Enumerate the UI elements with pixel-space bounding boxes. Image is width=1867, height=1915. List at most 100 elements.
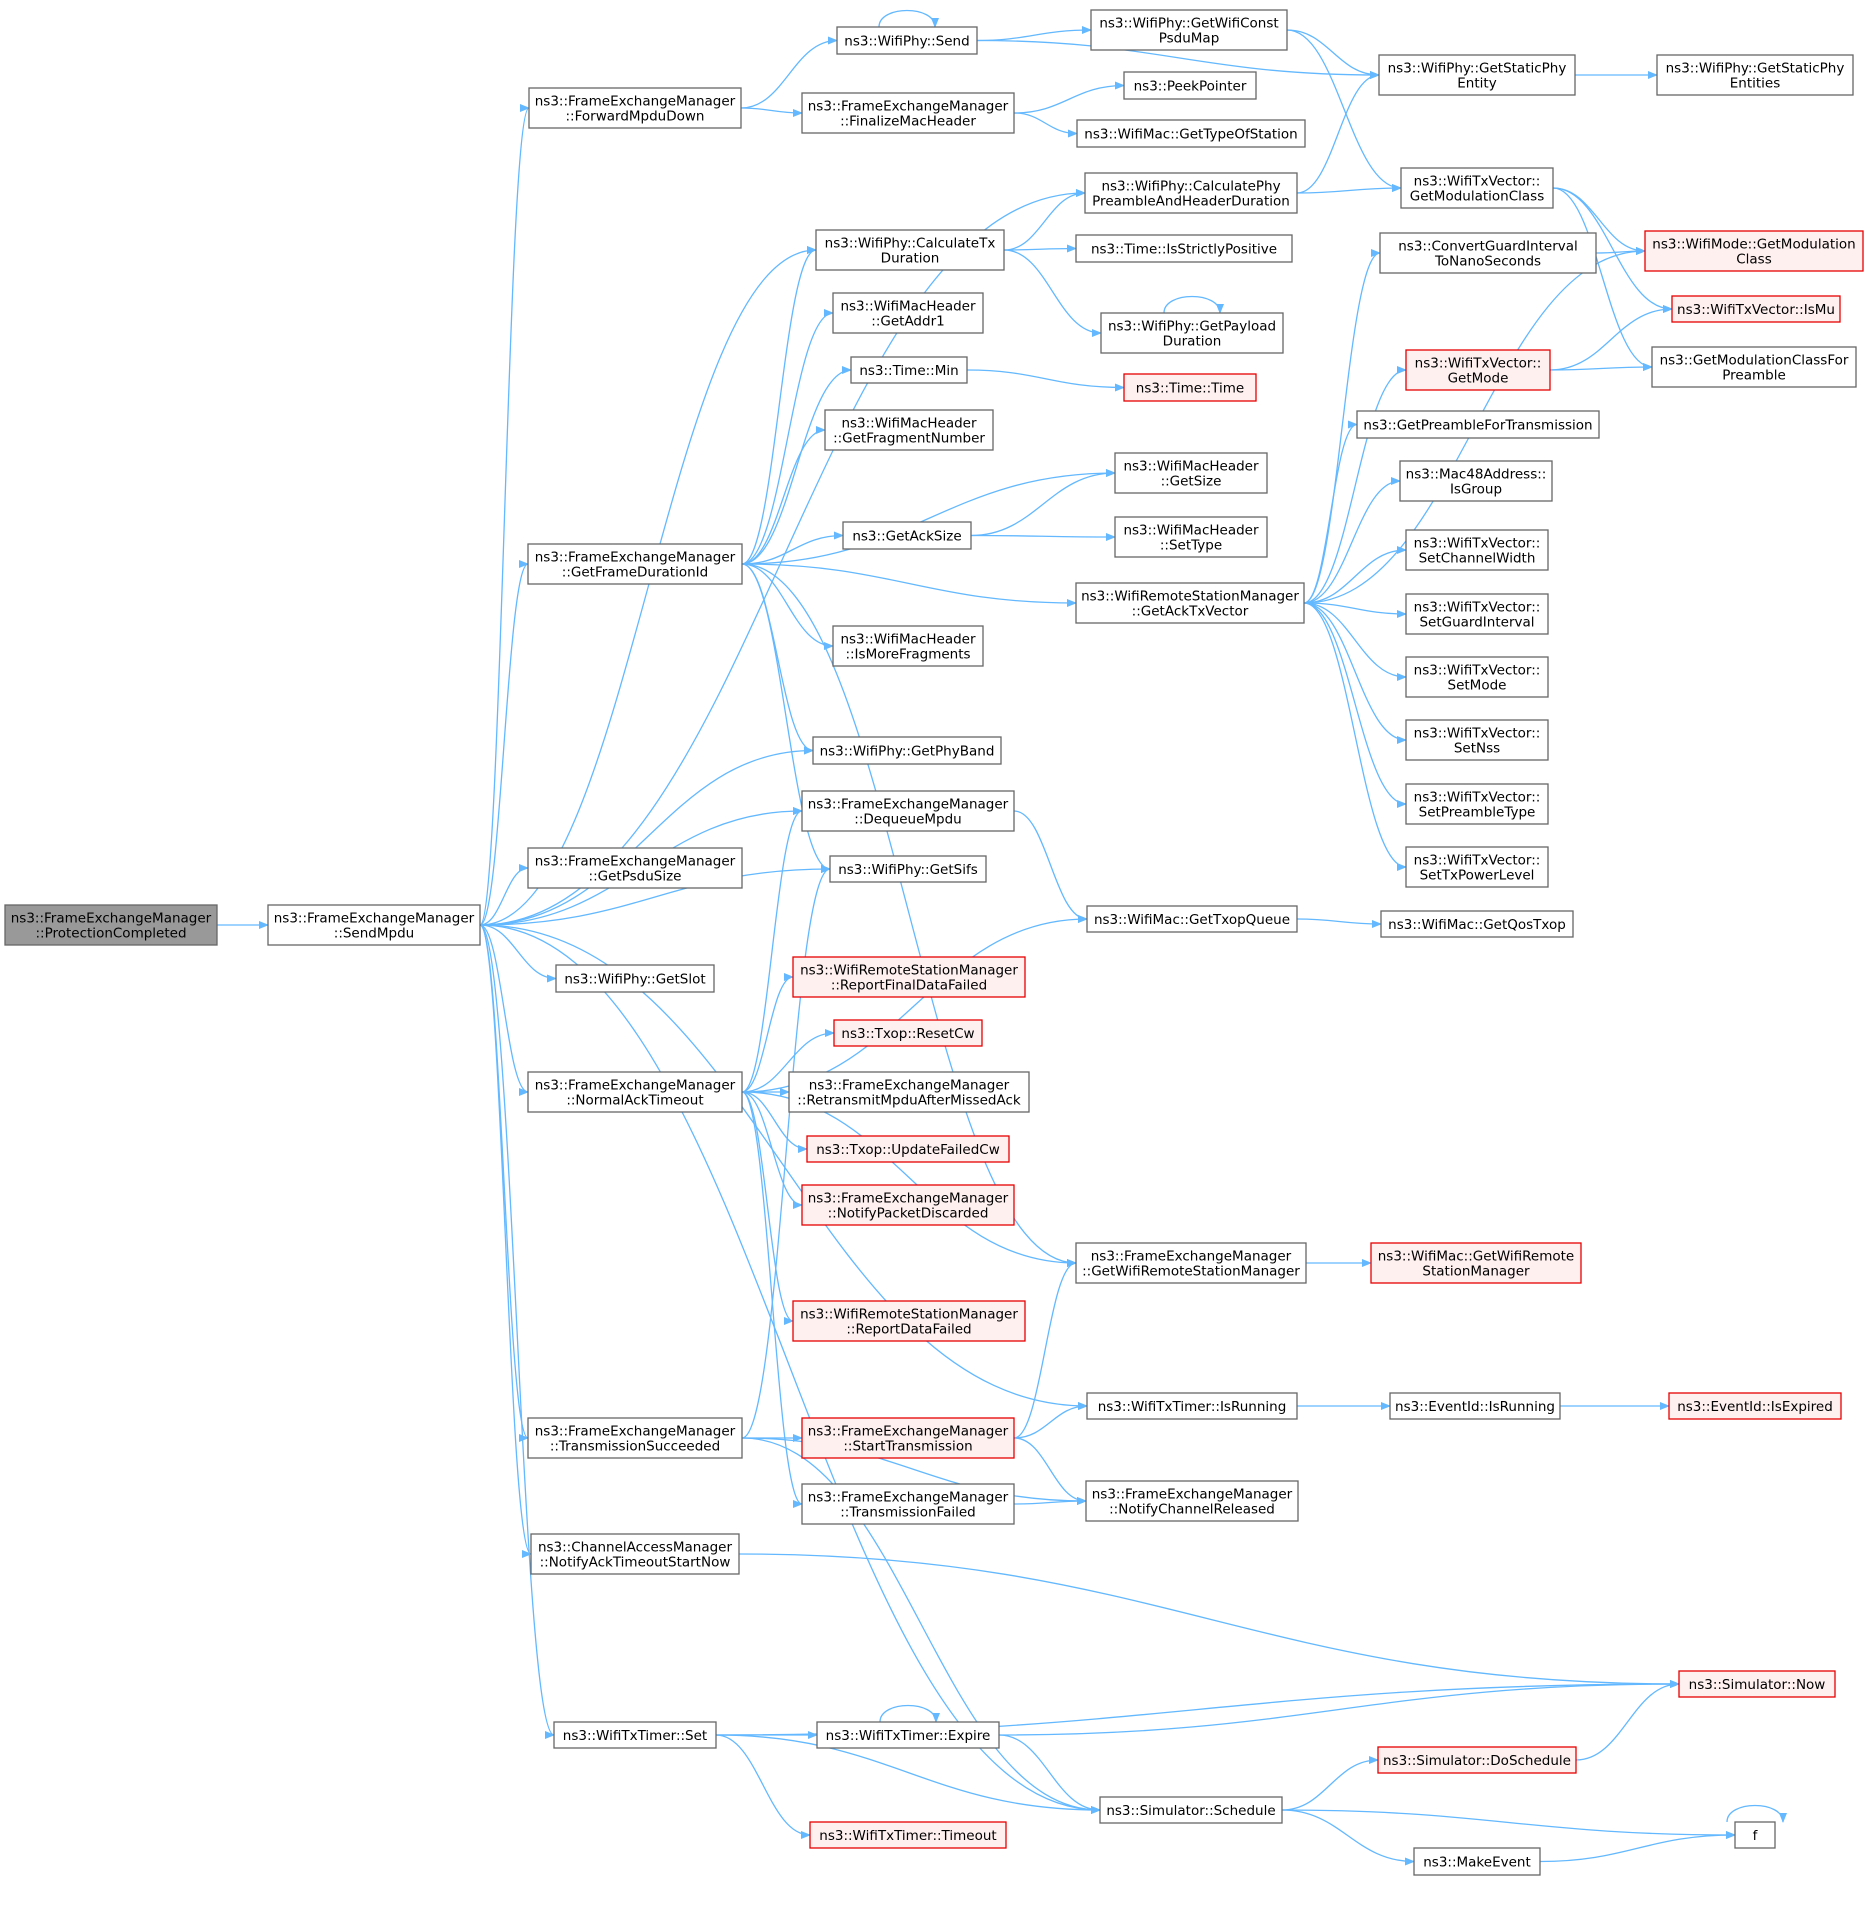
node-label: ns3::EventId::IsExpired	[1677, 1399, 1833, 1415]
graph-node-n43[interactable]: ns3::WifiMac::GetQosTxop	[1380, 910, 1574, 938]
node-label: ns3::WifiMacHeader	[1123, 523, 1259, 539]
graph-node-n1[interactable]: ns3::FrameExchangeManager::SendMpdu	[267, 904, 481, 946]
graph-node-n28[interactable]: ns3::WifiMacHeader::SetType	[1114, 516, 1268, 558]
graph-node-n55[interactable]: ns3::EventId::IsRunning	[1389, 1392, 1561, 1420]
graph-node-n64[interactable]: ns3::WifiTxTimer::Expire	[816, 1721, 1000, 1749]
graph-node-n67[interactable]: ns3::WifiTxTimer::Timeout	[809, 1821, 1007, 1849]
graph-node-n16[interactable]: ns3::Time::IsStrictlyPositive	[1075, 234, 1293, 263]
edge-n22-to-n14	[1549, 363, 1653, 372]
graph-node-n29[interactable]: ns3::FrameExchangeManager::GetFrameDurat…	[527, 543, 743, 585]
graph-node-n62[interactable]: ns3::Simulator::Now	[1678, 1670, 1836, 1698]
graph-node-n25[interactable]: ns3::WifiMacHeader::GetSize	[1114, 452, 1268, 494]
node-label: ns3::WifiTxTimer::Timeout	[819, 1828, 996, 1844]
graph-node-n9[interactable]: ns3::WifiMac::GetTypeOfStation	[1076, 119, 1306, 148]
graph-node-n44[interactable]: ns3::WifiPhy::GetSlot	[555, 964, 715, 993]
graph-node-n2[interactable]: ns3::FrameExchangeManager::ForwardMpduDo…	[528, 87, 742, 129]
node-label: ns3::WifiMode::GetModulation	[1652, 237, 1855, 253]
graph-node-n12[interactable]: ns3::WifiMode::GetModulationClass	[1644, 230, 1864, 272]
node-box	[801, 790, 1015, 832]
graph-node-n38[interactable]: ns3::FrameExchangeManager::DequeueMpdu	[801, 790, 1015, 832]
edge-n3-to-n5	[976, 39, 1380, 79]
graph-node-n7[interactable]: ns3::FrameExchangeManager::FinalizeMacHe…	[801, 92, 1015, 134]
graph-node-n27[interactable]: ns3::GetAckSize	[842, 521, 972, 550]
graph-node-n32[interactable]: ns3::WifiTxVector::SetGuardInterval	[1405, 593, 1549, 635]
node-box	[1671, 295, 1841, 323]
graph-node-n0[interactable]: ns3::FrameExchangeManager::ProtectionCom…	[4, 904, 218, 946]
graph-node-n48[interactable]: ns3::FrameExchangeManager::RetransmitMpd…	[788, 1071, 1030, 1113]
graph-node-n37[interactable]: ns3::WifiTxVector::SetPreambleType	[1405, 783, 1549, 825]
graph-node-n13[interactable]: ns3::WifiTxVector::IsMu	[1671, 295, 1841, 323]
graph-node-n3[interactable]: ns3::WifiPhy::Send	[836, 26, 978, 55]
edge-n1-to-n2	[479, 104, 530, 926]
node-box	[1100, 312, 1284, 354]
graph-node-n22[interactable]: ns3::WifiTxVector::GetMode	[1405, 349, 1551, 391]
graph-node-n39[interactable]: ns3::WifiTxVector::SetTxPowerLevel	[1405, 846, 1549, 888]
node-box	[792, 1300, 1026, 1342]
graph-node-n50[interactable]: ns3::FrameExchangeManager::NotifyPacketD…	[801, 1184, 1015, 1226]
graph-node-n35[interactable]: ns3::WifiTxVector::SetNss	[1405, 719, 1549, 761]
graph-node-n26[interactable]: ns3::Mac48Address::IsGroup	[1399, 460, 1553, 502]
graph-node-n40[interactable]: ns3::FrameExchangeManager::GetPsduSize	[527, 847, 743, 889]
graph-node-n59[interactable]: ns3::FrameExchangeManager::TransmissionF…	[801, 1483, 1015, 1525]
node-label: ns3::Time::IsStrictlyPositive	[1091, 242, 1277, 258]
node-label: ns3::WifiMac::GetWifiRemote	[1378, 1249, 1574, 1265]
graph-node-n20[interactable]: ns3::Time::Min	[850, 356, 968, 384]
edge-n31-to-n26	[1303, 477, 1401, 604]
graph-node-n61[interactable]: ns3::ChannelAccessManager::NotifyAckTime…	[530, 1533, 740, 1575]
edge-layer	[216, 9, 1787, 1866]
node-label: ns3::WifiMacHeader	[841, 416, 977, 432]
node-layer: ns3::FrameExchangeManager::ProtectionCom…	[4, 9, 1864, 1876]
graph-node-n68[interactable]: f	[1734, 1821, 1776, 1849]
graph-node-n57[interactable]: ns3::FrameExchangeManager::TransmissionS…	[527, 1417, 743, 1459]
node-label: ns3::WifiMacHeader	[840, 632, 976, 648]
graph-node-n56[interactable]: ns3::EventId::IsExpired	[1668, 1392, 1842, 1420]
node-label: ns3::FrameExchangeManager	[808, 1191, 1009, 1207]
graph-node-n58[interactable]: ns3::FrameExchangeManager::StartTransmis…	[801, 1417, 1015, 1459]
graph-node-n8[interactable]: ns3::PeekPointer	[1123, 71, 1257, 100]
graph-node-n69[interactable]: ns3::MakeEvent	[1413, 1847, 1541, 1876]
graph-node-n47[interactable]: ns3::FrameExchangeManager::NormalAckTime…	[527, 1071, 743, 1113]
graph-node-n23[interactable]: ns3::WifiMacHeader::GetFragmentNumber	[824, 409, 994, 451]
edge-n59-to-n60	[1013, 1497, 1087, 1506]
graph-node-n53[interactable]: ns3::WifiRemoteStationManager::ReportDat…	[792, 1300, 1026, 1342]
graph-node-n21[interactable]: ns3::Time::Time	[1123, 373, 1257, 402]
node-label: ::GetWifiRemoteStationManager	[1082, 1264, 1300, 1280]
graph-node-n33[interactable]: ns3::WifiMacHeader::IsMoreFragments	[832, 625, 984, 667]
node-label: ns3::WifiTxVector::	[1415, 356, 1542, 372]
graph-node-n10[interactable]: ns3::WifiPhy::CalculatePhyPreambleAndHea…	[1084, 172, 1298, 214]
graph-node-n51[interactable]: ns3::FrameExchangeManager::GetWifiRemote…	[1075, 1242, 1307, 1284]
node-box	[1114, 516, 1268, 558]
node-label: SetMode	[1448, 678, 1507, 694]
edge-n15-to-n10	[1003, 189, 1086, 251]
graph-node-n46[interactable]: ns3::Txop::ResetCw	[833, 1019, 983, 1047]
graph-node-n11[interactable]: ns3::WifiTxVector::GetModulationClass	[1400, 167, 1554, 209]
node-label: ns3::Simulator::DoSchedule	[1383, 1753, 1571, 1769]
graph-node-n63[interactable]: ns3::WifiTxTimer::Set	[553, 1721, 717, 1749]
node-label: ns3::Time::Min	[859, 363, 958, 379]
graph-node-n66[interactable]: ns3::Simulator::Schedule	[1099, 1796, 1283, 1824]
node-box	[1084, 172, 1298, 214]
graph-node-n49[interactable]: ns3::Txop::UpdateFailedCw	[806, 1135, 1010, 1163]
graph-node-n34[interactable]: ns3::WifiTxVector::SetMode	[1405, 656, 1549, 698]
edge-n29-to-n15	[741, 246, 817, 565]
graph-node-n41[interactable]: ns3::WifiPhy::GetSifs	[829, 855, 987, 883]
graph-node-n45[interactable]: ns3::WifiRemoteStationManager::ReportFin…	[792, 956, 1026, 998]
graph-node-n65[interactable]: ns3::Simulator::DoSchedule	[1377, 1746, 1577, 1774]
graph-node-n60[interactable]: ns3::FrameExchangeManager::NotifyChannel…	[1085, 1480, 1299, 1522]
graph-node-n19[interactable]: ns3::WifiMacHeader::GetAddr1	[832, 292, 984, 334]
graph-node-n42[interactable]: ns3::WifiMac::GetTxopQueue	[1086, 905, 1298, 933]
graph-node-n54[interactable]: ns3::WifiTxTimer::IsRunning	[1086, 1392, 1298, 1420]
graph-node-n31[interactable]: ns3::WifiRemoteStationManager::GetAckTxV…	[1075, 582, 1305, 624]
graph-node-n24[interactable]: ns3::GetPreambleForTransmission	[1356, 410, 1600, 439]
node-label: ::GetFragmentNumber	[833, 431, 985, 447]
graph-node-n52[interactable]: ns3::WifiMac::GetWifiRemoteStationManage…	[1370, 1242, 1582, 1284]
graph-node-n30[interactable]: ns3::WifiTxVector::SetChannelWidth	[1405, 529, 1549, 571]
graph-node-n36[interactable]: ns3::WifiPhy::GetPhyBand	[812, 736, 1002, 765]
